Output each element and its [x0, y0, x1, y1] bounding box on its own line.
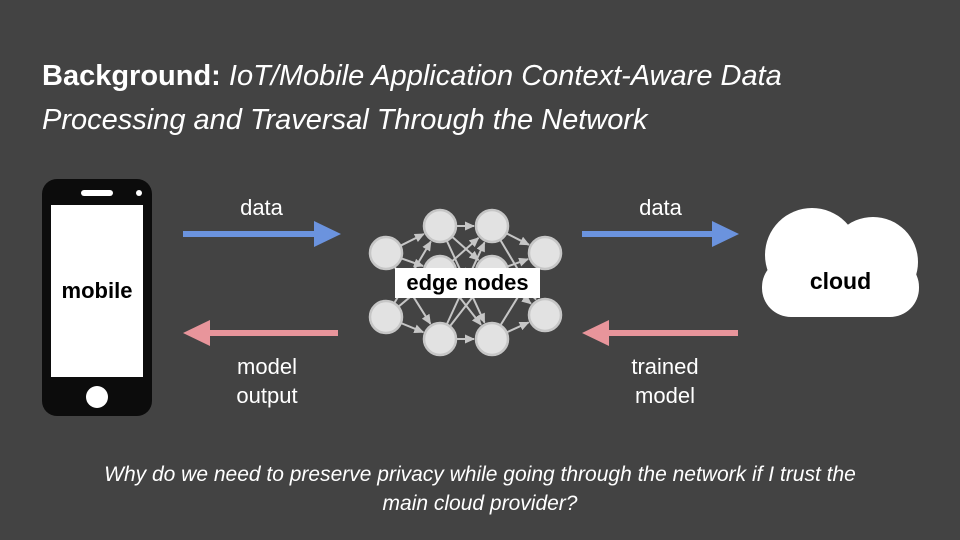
phone-home-button-icon — [86, 386, 108, 408]
cloud-icon — [762, 208, 919, 317]
phone-screen: mobile — [51, 205, 143, 377]
trained-model-label: trained model — [605, 352, 725, 410]
model-output-label-line1: model — [237, 354, 297, 379]
edge-node — [527, 297, 563, 333]
trained-model-arrow-icon — [582, 320, 738, 346]
edge-node — [422, 208, 458, 244]
model-output-label: model output — [207, 352, 327, 410]
cloud-label: cloud — [809, 268, 872, 294]
edge-node — [368, 235, 404, 271]
slide-title-lead: Background: — [42, 60, 221, 92]
phone-camera-icon — [136, 190, 142, 196]
question-text: Why do we need to preserve privacy while… — [0, 460, 960, 518]
edge-node — [474, 208, 510, 244]
slide-title: Background: IoT/Mobile Application Conte… — [42, 54, 932, 142]
data-label-left: data — [240, 195, 283, 220]
trained-model-label-line1: trained — [631, 354, 699, 379]
slide-title-rest: IoT/Mobile Application Context-Aware Dat… — [42, 60, 782, 136]
trained-model-label-line2: model — [635, 383, 695, 408]
phone-speaker-icon — [81, 190, 113, 196]
mobile-phone-icon: mobile — [42, 179, 152, 416]
data-arrow-left-icon — [183, 221, 341, 247]
data-label-right: data — [639, 195, 682, 220]
edge-node — [368, 299, 404, 335]
data-arrow-right-icon — [582, 221, 739, 247]
mobile-label: mobile — [61, 278, 133, 303]
question-line1: Why do we need to preserve privacy while… — [104, 463, 856, 486]
edge-node — [474, 321, 510, 357]
model-output-label-line2: output — [236, 383, 298, 408]
edge-nodes-label: edge nodes — [395, 268, 540, 298]
edge-node — [527, 235, 563, 271]
edge-node — [422, 321, 458, 357]
question-line2: main cloud provider? — [382, 492, 578, 515]
model-output-arrow-icon — [183, 320, 338, 346]
